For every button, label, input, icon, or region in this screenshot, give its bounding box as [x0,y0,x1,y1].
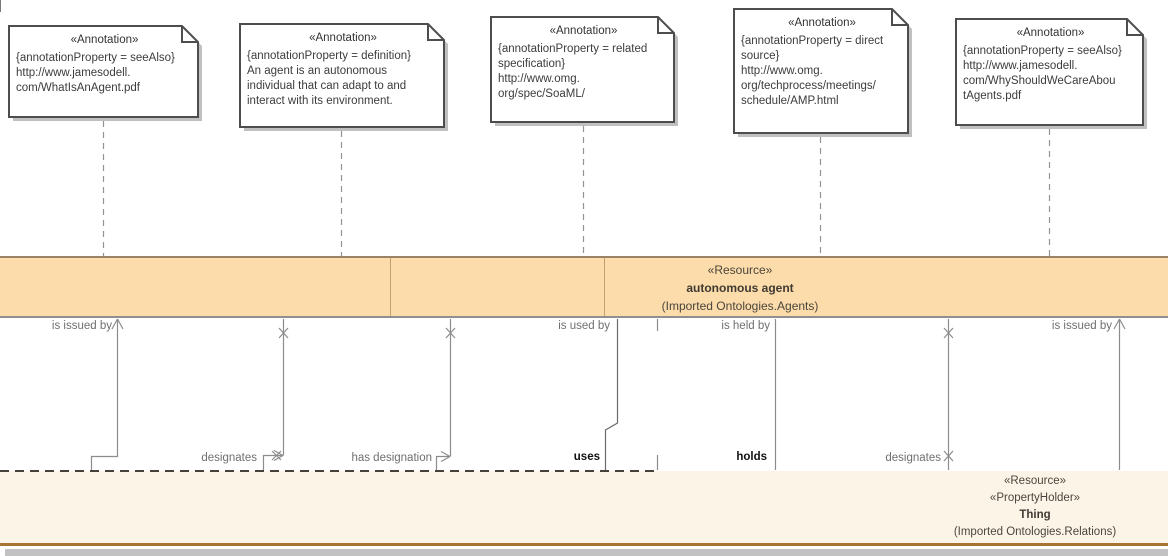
association-uses[interactable] [604,319,619,470]
note-line: {annotationProperty = definition} [247,50,411,62]
note-line: org/spec/SoaML/ [498,88,585,100]
note-line: specification} [498,58,566,70]
note-line: individual that can adapt to and [247,80,407,92]
note-line: http://www.jamesodell. [963,60,1078,72]
association-designates-2[interactable] [943,319,954,470]
annotation-note-1[interactable]: «Annotation» {annotationProperty = seeAl… [8,25,202,121]
class-autonomous-agent-text: «Resource» autonomous agent (Imported On… [310,261,1168,315]
annotation-note-3[interactable]: «Annotation» {annotationProperty = relat… [490,16,678,126]
note-stereotype: «Annotation» [1016,27,1085,39]
class-package: (Imported Ontologies.Relations) [953,526,1117,538]
class-name: autonomous agent [686,281,794,295]
class-stereotype: «Resource» [1003,475,1066,487]
class-package: (Imported Ontologies.Agents) [661,299,819,313]
class-stereotype: «PropertyHolder» [989,492,1081,504]
role-label-uses[interactable]: uses [573,451,600,463]
note-fold-corner-icon [1126,19,1143,36]
association-is-issued-by-1[interactable] [90,318,124,470]
note-stereotype: «Annotation» [309,32,377,44]
class-thing-shadow [5,549,1168,556]
annotation-note-4[interactable]: «Annotation» {annotationProperty = direc… [733,8,912,137]
note-line: http://www.omg. [741,65,823,77]
association-designates-1[interactable] [262,319,289,470]
class-thing[interactable]: «Resource» «PropertyHolder» Thing (Impor… [0,471,1168,546]
note-line: org/techprocess/meetings/ [741,80,876,92]
note-fold-corner-icon [181,26,198,43]
annotation-note-2[interactable]: «Annotation» {annotationProperty = defin… [239,23,448,131]
note-stereotype: «Annotation» [70,34,139,46]
role-label-is-used-by[interactable]: is used by [558,320,610,332]
note-line: source} [741,50,780,62]
role-label-is-issued-by-1[interactable]: is issued by [51,320,112,332]
note-line: {annotationProperty = related [498,43,648,55]
class-thing-text: «Resource» «PropertyHolder» Thing (Impor… [902,473,1168,541]
note-line: com/WhatIsAnAgent.pdf [16,82,141,94]
note-line: interact with its environment. [247,95,393,107]
role-label-has-designation[interactable]: has designation [351,452,432,464]
role-label-is-held-by[interactable]: is held by [721,320,770,332]
role-label-designates-2[interactable]: designates [885,452,941,464]
association-is-issued-by-2[interactable] [1113,318,1126,470]
class-autonomous-agent[interactable]: «Resource» autonomous agent (Imported On… [0,256,1168,318]
note-line: An agent is an autonomous [247,65,388,77]
diagram-frame-edge [0,0,1,12]
role-label-holds[interactable]: holds [736,451,767,463]
note-line: {annotationProperty = seeAlso} [963,45,1122,57]
note-fold-corner-icon [891,9,908,26]
class-name: Thing [1019,509,1051,521]
note-line: http://www.omg. [498,73,580,85]
note-line: tAgents.pdf [963,90,1022,102]
role-label-is-issued-by-2[interactable]: is issued by [1051,320,1112,332]
note-fold-corner-icon [427,24,444,41]
note-line: com/WhyShouldWeCareAbou [963,75,1116,87]
class-stereotype: «Resource» [707,263,773,277]
note-stereotype: «Annotation» [788,17,856,29]
note-line: http://www.jamesodell. [16,67,131,79]
note-line: {annotationProperty = direct [741,35,884,47]
note-fold-corner-icon [657,17,674,34]
note-line: schedule/AMP.html [741,95,839,107]
note-anchor-lines[interactable] [102,121,1051,256]
note-line: {annotationProperty = seeAlso} [16,52,175,64]
annotation-note-5[interactable]: «Annotation» {annotationProperty = seeAl… [955,18,1147,129]
association-has-designation[interactable] [435,319,456,470]
note-stereotype: «Annotation» [549,25,618,37]
role-label-designates-1[interactable]: designates [201,452,257,464]
